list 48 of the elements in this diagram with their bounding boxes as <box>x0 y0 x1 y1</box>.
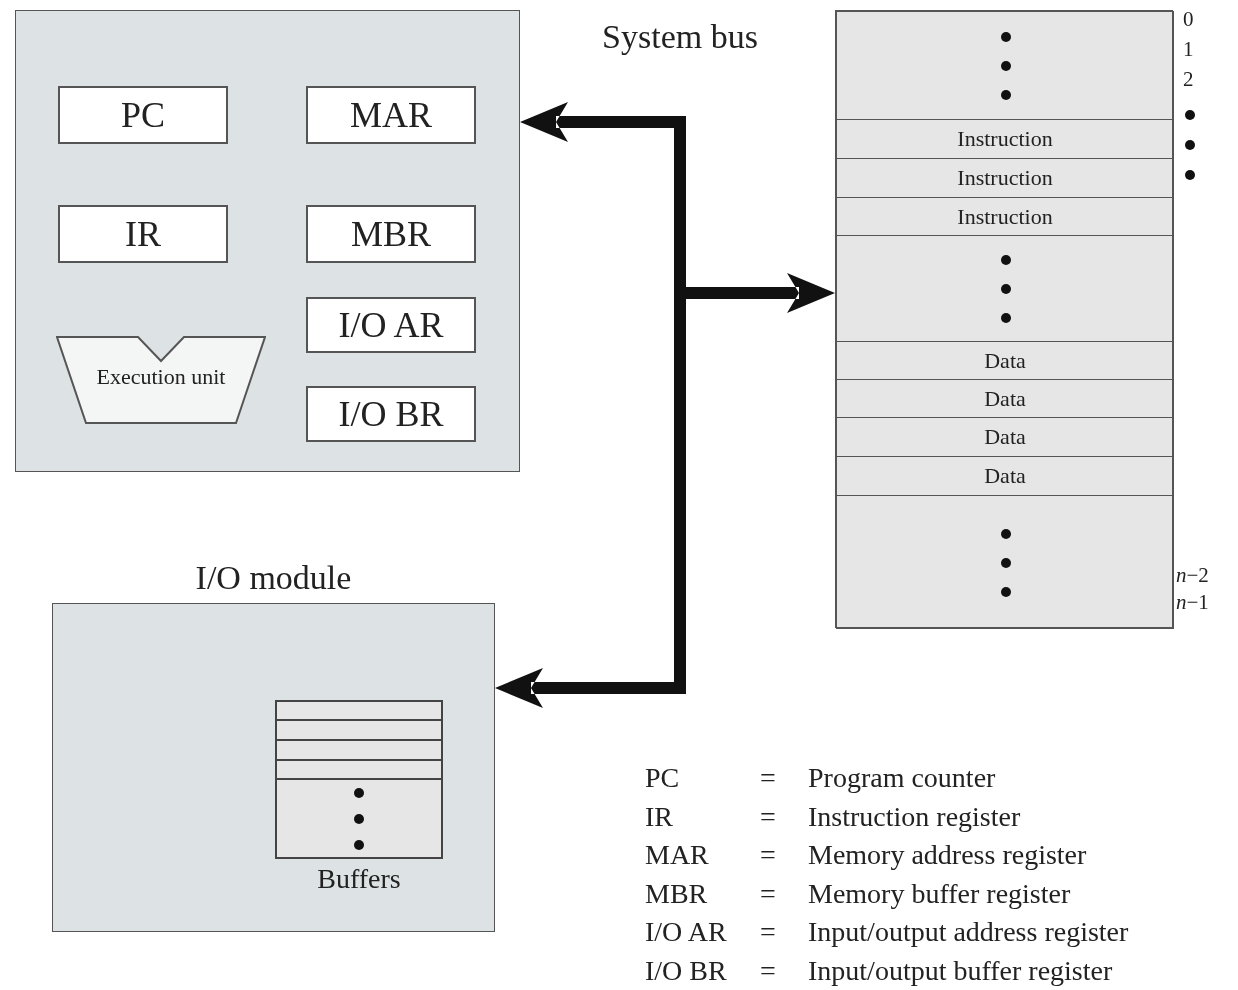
equals-sign: = <box>760 954 776 988</box>
memory-cell: Data <box>836 341 1174 379</box>
abbreviation-meaning: Input/output buffer register <box>808 954 1113 988</box>
abbreviation-meaning: Input/output address register <box>808 915 1129 950</box>
equals-sign: = <box>760 838 776 873</box>
module-title: I/O module <box>194 560 353 596</box>
abbreviation-meaning: Memory buffer register <box>808 876 1071 911</box>
address-number: 2 <box>1183 66 1194 93</box>
abbreviation: I/O AR <box>645 915 727 950</box>
abbreviation: MAR <box>645 838 709 873</box>
abbreviation: PC <box>645 761 680 795</box>
bus-arrow <box>686 273 835 313</box>
register-box: MBR <box>306 205 476 263</box>
abbreviation: IR <box>645 799 673 834</box>
register-box: IR <box>58 205 228 263</box>
memory-cell: Instruction <box>836 197 1174 235</box>
address-number: n−1 <box>1176 589 1209 616</box>
abbreviation-meaning: Memory address register <box>808 838 1087 873</box>
buffers-label: Buffers <box>316 862 402 896</box>
register-box: I/O AR <box>306 297 476 353</box>
abbreviation: MBR <box>645 876 708 911</box>
memory-block <box>836 495 1174 629</box>
bus-title: System bus <box>601 17 759 57</box>
bus-arrow <box>495 668 674 708</box>
memory-cell: Data <box>836 456 1174 495</box>
address-number: 0 <box>1183 6 1194 33</box>
equals-sign: = <box>760 915 776 950</box>
memory-block <box>836 235 1174 341</box>
memory-cell: Data <box>836 379 1174 417</box>
equals-sign: = <box>760 761 776 795</box>
abbreviation: I/O BR <box>645 954 727 988</box>
unit-label: Execution unit <box>96 363 226 391</box>
address-number: n−2 <box>1176 562 1209 589</box>
register-box: I/O BR <box>306 386 476 442</box>
address-number: 1 <box>1183 36 1194 63</box>
register-box: MAR <box>306 86 476 144</box>
abbreviation-meaning: Program counter <box>808 761 996 795</box>
memory-cell: Instruction <box>836 119 1174 158</box>
memory-cell: Instruction <box>836 158 1174 197</box>
register-box: PC <box>58 86 228 144</box>
memory-cell: Data <box>836 417 1174 456</box>
memory-column <box>835 10 1173 628</box>
equals-sign: = <box>760 799 776 834</box>
equals-sign: = <box>760 876 776 911</box>
abbreviation-meaning: Instruction register <box>808 799 1021 834</box>
bus-arrow <box>520 102 674 142</box>
cpu-panel <box>15 10 520 472</box>
memory-block <box>836 11 1174 119</box>
